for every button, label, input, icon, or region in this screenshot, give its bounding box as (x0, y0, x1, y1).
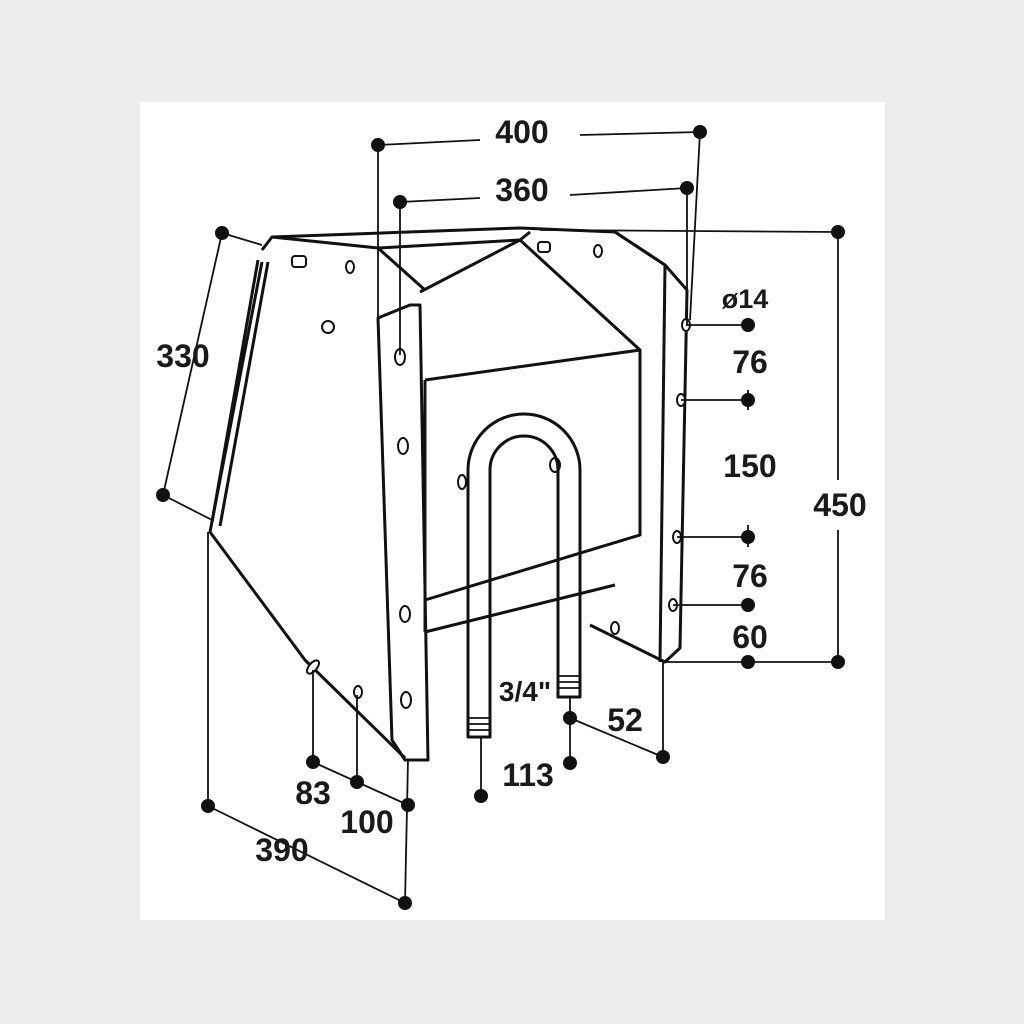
drawing-canvas (140, 102, 885, 920)
dimension-lines (156, 125, 845, 910)
label-hole-diameter: ø14 (722, 284, 769, 314)
dimension-labels: 400 360 450 330 ø14 76 150 76 60 52 113 … (156, 114, 866, 868)
label-330: 330 (156, 338, 209, 374)
label-thread-size: 3/4" (499, 676, 551, 707)
left-edge-strip (210, 259, 270, 527)
front-flange (376, 303, 430, 762)
label-60: 60 (732, 619, 768, 655)
label-76-top: 76 (732, 344, 768, 380)
label-150: 150 (723, 448, 776, 484)
label-360: 360 (495, 172, 548, 208)
thread-left (468, 717, 490, 731)
left-panel-top (260, 235, 426, 292)
label-83: 83 (295, 775, 331, 811)
label-52: 52 (607, 702, 643, 738)
u-bolt (466, 412, 582, 739)
box-front-face (423, 350, 642, 634)
thread-right (558, 675, 580, 689)
left-panel-outline (208, 261, 407, 760)
right-panel-inner (658, 264, 667, 663)
label-390: 390 (255, 832, 308, 868)
mounting-holes (291, 241, 691, 709)
label-76-bottom: 76 (732, 558, 768, 594)
box-top-face (419, 238, 642, 382)
label-100: 100 (340, 804, 393, 840)
right-panel (589, 230, 689, 664)
label-400: 400 (495, 114, 548, 150)
label-450: 450 (813, 487, 866, 523)
label-113: 113 (502, 757, 554, 793)
